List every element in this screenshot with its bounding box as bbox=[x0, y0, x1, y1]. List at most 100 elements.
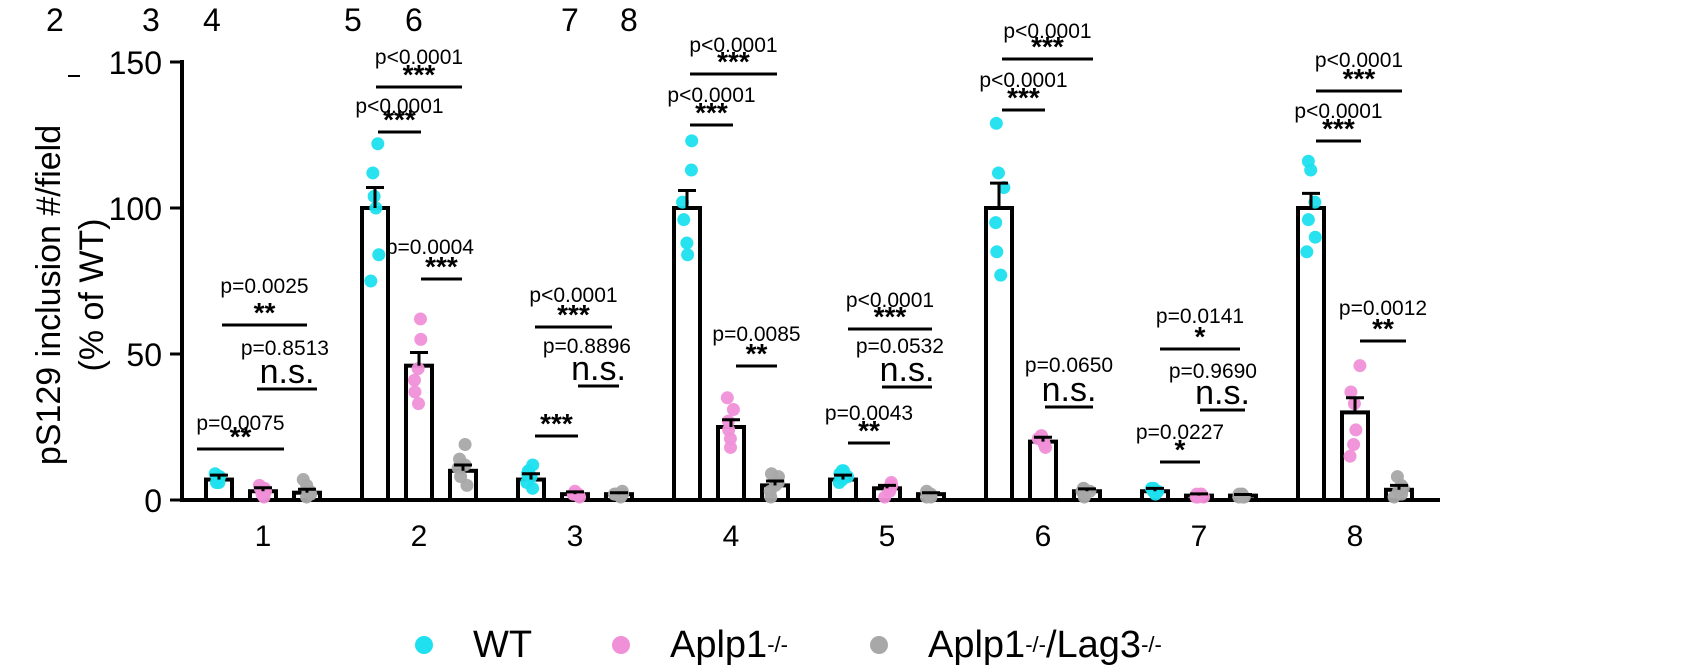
sig-marker-1-wt-aplp1: *** bbox=[383, 104, 416, 135]
point-Aplp1/Lag3-4-5 bbox=[764, 467, 778, 481]
point-WT-8-2 bbox=[1301, 213, 1315, 227]
x-tick-label-4: 4 bbox=[723, 520, 740, 553]
p-value-5-aplp1-dko: p=0.0650 bbox=[1025, 354, 1113, 377]
x-tick-label-6: 6 bbox=[1035, 520, 1052, 553]
legend-item-aplp1: Aplp1-/- bbox=[612, 620, 788, 670]
p-value-3-wt-dko: p<0.0001 bbox=[689, 34, 777, 57]
sig-marker-1-aplp1-dko: *** bbox=[425, 251, 458, 282]
point-Aplp1/Lag3-2-4 bbox=[458, 438, 472, 452]
point-WT-4-1 bbox=[680, 236, 694, 250]
sig-marker-2-wt-aplp1: *** bbox=[540, 408, 573, 439]
legend-marker-aplp1 bbox=[612, 636, 630, 654]
legend-item-wt: WT bbox=[415, 620, 532, 670]
point-Aplp1-8-4 bbox=[1344, 385, 1358, 399]
point-WT-6-2 bbox=[989, 216, 1003, 230]
p-value-1-aplp1-dko: p=0.0004 bbox=[386, 236, 474, 259]
p-value-7-wt-aplp1: p<0.0001 bbox=[1294, 100, 1382, 123]
p-value-4-aplp1-dko: p=0.0532 bbox=[856, 335, 944, 358]
sig-marker-7-wt-dko: *** bbox=[1343, 63, 1376, 94]
point-Aplp1-8-2 bbox=[1349, 423, 1363, 437]
y-tick-label-0: 0 bbox=[144, 483, 162, 519]
point-Aplp1-8-1 bbox=[1347, 438, 1361, 452]
bar-Aplp1-2 bbox=[404, 363, 434, 502]
point-Aplp1/Lag3-8-4 bbox=[1390, 470, 1404, 484]
point-Aplp1-2-4 bbox=[414, 332, 428, 346]
point-WT-8-5 bbox=[1301, 154, 1315, 168]
top-label-7: 7 bbox=[561, 2, 579, 38]
p-value-1-wt-dko: p<0.0001 bbox=[375, 46, 463, 69]
point-WT-4-2 bbox=[677, 213, 691, 227]
point-Aplp1-2-3 bbox=[411, 362, 425, 376]
legend-marker-wt bbox=[415, 636, 433, 654]
point-WT-2-5 bbox=[371, 137, 385, 151]
legend-label-dko-a: Aplp1 bbox=[928, 623, 1026, 666]
point-WT-4-5 bbox=[685, 134, 699, 148]
sig-marker-3-aplp1-dko: ** bbox=[746, 338, 768, 369]
point-WT-6-0 bbox=[994, 268, 1008, 282]
top-label-8: 8 bbox=[620, 2, 638, 38]
top-label-3: 3 bbox=[142, 2, 160, 38]
p-value-0-wt-dko: p=0.0025 bbox=[220, 275, 308, 298]
point-Aplp1-2-1 bbox=[408, 385, 422, 399]
x-tick-label-2: 2 bbox=[411, 520, 428, 553]
p-value-6-wt-dko: p=0.0141 bbox=[1156, 305, 1244, 328]
point-WT-4-0 bbox=[681, 248, 695, 262]
point-WT-4-4 bbox=[684, 163, 698, 177]
top-label-2: 2 bbox=[46, 2, 64, 38]
sig-marker-7-wt-aplp1: *** bbox=[1322, 113, 1355, 144]
y-tick-label-100: 100 bbox=[109, 191, 162, 227]
point-WT-6-5 bbox=[989, 116, 1003, 130]
point-Aplp1-2-5 bbox=[413, 312, 427, 326]
sig-marker-0-aplp1-dko: n.s. bbox=[260, 353, 315, 391]
p-value-4-wt-aplp1: p=0.0043 bbox=[825, 402, 913, 425]
sig-marker-4-wt-dko: *** bbox=[874, 301, 907, 332]
y-axis-label-line1: pS129 inclusion #/field bbox=[30, 125, 68, 465]
p-value-6-wt-aplp1: p=0.0227 bbox=[1136, 421, 1224, 444]
p-value-7-wt-dko: p<0.0001 bbox=[1315, 49, 1403, 72]
p-value-6-aplp1-dko: p=0.9690 bbox=[1169, 360, 1257, 383]
top-label-4: 4 bbox=[203, 2, 221, 38]
sig-marker-6-aplp1-dko: n.s. bbox=[1195, 374, 1250, 412]
point-Aplp1/Lag3-1-4 bbox=[296, 473, 310, 487]
sig-marker-3-wt-aplp1: *** bbox=[695, 97, 728, 128]
point-WT-6-4 bbox=[991, 166, 1005, 180]
point-Aplp1-2-2 bbox=[407, 373, 421, 387]
y-tick-label-50: 50 bbox=[126, 337, 162, 373]
point-Aplp1-2-0 bbox=[412, 397, 426, 411]
point-WT-2-1 bbox=[372, 248, 386, 262]
sig-marker-3-wt-dko: *** bbox=[717, 46, 750, 77]
sig-marker-0-wt-dko: ** bbox=[254, 297, 276, 328]
legend-item-dko: Aplp1-/-/Lag3-/- bbox=[870, 620, 1162, 670]
point-WT-6-1 bbox=[990, 245, 1004, 259]
x-tick-label-5: 5 bbox=[879, 520, 896, 553]
sig-marker-1-wt-dko: *** bbox=[403, 59, 436, 90]
x-tick-label-8: 8 bbox=[1347, 520, 1364, 553]
sig-marker-7-aplp1-dko: ** bbox=[1372, 313, 1394, 344]
p-value-4-wt-dko: p<0.0001 bbox=[846, 289, 934, 312]
point-Aplp1/Lag3-1-5 bbox=[303, 484, 317, 498]
point-Aplp1-8-5 bbox=[1353, 359, 1367, 373]
point-WT-2-0 bbox=[364, 274, 378, 288]
point-Aplp1-4-4 bbox=[726, 402, 740, 416]
p-value-3-wt-aplp1: p<0.0001 bbox=[667, 84, 755, 107]
p-value-2-wt-dko: p<0.0001 bbox=[529, 284, 617, 307]
p-value-1-wt-aplp1: p<0.0001 bbox=[355, 95, 443, 118]
sig-marker-6-wt-aplp1: * bbox=[1175, 434, 1186, 465]
top-label-6: 6 bbox=[405, 2, 423, 38]
p-value-2-aplp1-dko: p=0.8896 bbox=[543, 335, 631, 358]
legend-label-dko-b: /Lag3 bbox=[1045, 623, 1142, 666]
p-value-7-aplp1-dko: p=0.0012 bbox=[1339, 297, 1427, 320]
point-WT-8-1 bbox=[1308, 230, 1322, 244]
sig-marker-4-wt-aplp1: ** bbox=[858, 415, 880, 446]
top-label-5: 5 bbox=[344, 2, 362, 38]
point-Aplp1-4-5 bbox=[720, 391, 734, 405]
y-axis-label-line2: (% of WT) bbox=[73, 219, 111, 372]
sig-marker-0-wt-aplp1: ** bbox=[230, 421, 252, 452]
x-tick-label-7: 7 bbox=[1191, 520, 1208, 553]
sig-marker-2-wt-dko: *** bbox=[557, 299, 590, 330]
point-WT-2-4 bbox=[366, 166, 380, 180]
legend-label-wt: WT bbox=[473, 623, 533, 666]
sig-marker-5-aplp1-dko: n.s. bbox=[1042, 371, 1097, 409]
